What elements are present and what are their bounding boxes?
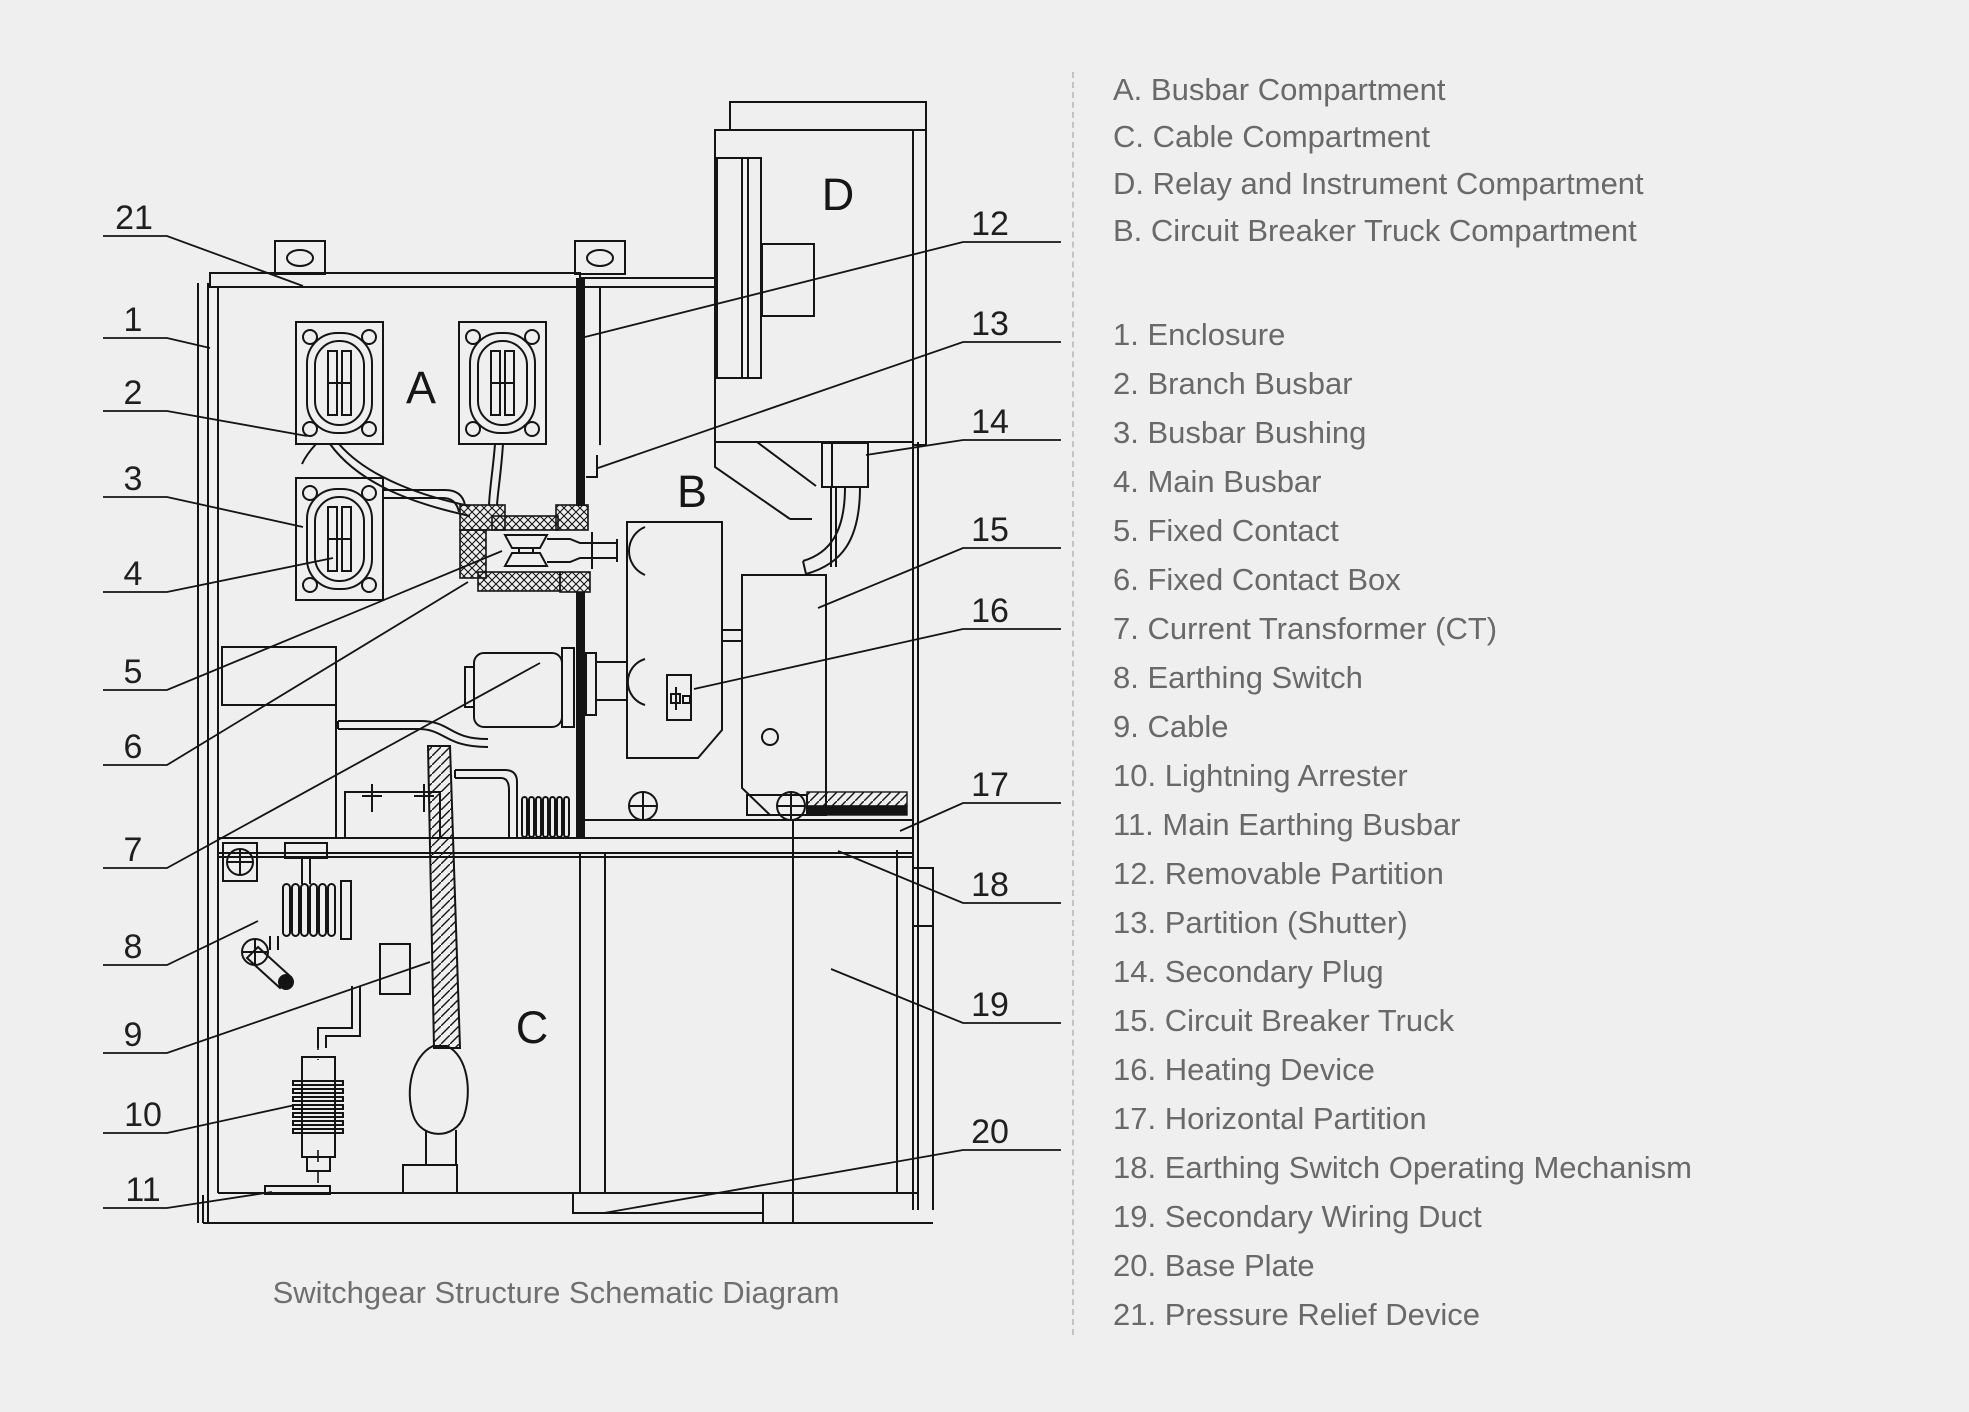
fixed-contact [503, 526, 646, 706]
diagram-caption: Switchgear Structure Schematic Diagram [273, 1275, 840, 1310]
legend-item-line: 13. Partition (Shutter) [1113, 905, 1408, 940]
callout-16: 16 [971, 592, 1009, 630]
earthing-switch [222, 769, 570, 990]
callout-21: 21 [115, 199, 153, 237]
callout-leaders [103, 235, 1061, 1214]
circuit-breaker-truck [626, 442, 934, 927]
legend-item-line: 11. Main Earthing Busbar [1113, 807, 1461, 842]
busbar-bushings [295, 321, 547, 601]
legend-item-line: 8. Earthing Switch [1113, 660, 1363, 695]
compartment-letter-a: A [406, 362, 436, 413]
legend-item-line: 16. Heating Device [1113, 1052, 1375, 1087]
legend-item-line: 3. Busbar Bushing [1113, 415, 1367, 450]
legend-item-line: 14. Secondary Plug [1113, 954, 1384, 989]
callout-4: 4 [124, 555, 143, 593]
legend-item-line: 15. Circuit Breaker Truck [1113, 1003, 1455, 1038]
legend-compartment-line: B. Circuit Breaker Truck Compartment [1113, 213, 1637, 248]
callout-18: 18 [971, 866, 1009, 904]
legend-item-line: 9. Cable [1113, 709, 1229, 744]
callout-8: 8 [124, 928, 143, 966]
legend-item-line: 21. Pressure Relief Device [1113, 1297, 1480, 1332]
legend-item-line: 18. Earthing Switch Operating Mechanism [1113, 1150, 1692, 1185]
compartment-letter-d: D [822, 169, 855, 220]
callout-6: 6 [124, 728, 143, 766]
callout-19: 19 [971, 986, 1009, 1024]
callout-12: 12 [971, 205, 1009, 243]
callout-5: 5 [124, 653, 143, 691]
legend-compartment-line: C. Cable Compartment [1113, 119, 1431, 154]
legend-item-line: 20. Base Plate [1113, 1248, 1315, 1283]
legend-item-line: 7. Current Transformer (CT) [1113, 611, 1498, 646]
callout-numbers: 21 1 2 3 4 5 6 7 8 9 10 11 12 13 14 15 1… [115, 199, 1009, 1209]
enclosure-frame [197, 101, 934, 1224]
callout-15: 15 [971, 511, 1009, 549]
callout-9: 9 [124, 1016, 143, 1054]
legend-compartment-list: A. Busbar Compartment C. Cable Compartmen… [1113, 66, 1644, 254]
callout-14: 14 [971, 403, 1009, 441]
callout-11: 11 [125, 1171, 160, 1209]
callout-10: 10 [124, 1096, 162, 1134]
callout-17: 17 [971, 766, 1009, 804]
legend-item-list: 1. Enclosure 2. Branch Busbar 3. Busbar Bu… [1113, 310, 1692, 1339]
legend-item-line: 5. Fixed Contact [1113, 513, 1339, 548]
legend-item-line: 2. Branch Busbar [1113, 366, 1353, 401]
fixed-contact-box [459, 504, 591, 593]
callout-7: 7 [124, 831, 143, 869]
legend-compartment-line: D. Relay and Instrument Compartment [1113, 166, 1644, 201]
compartment-letter-c: C [516, 1002, 549, 1053]
legend-compartment-line: A. Busbar Compartment [1113, 72, 1446, 107]
compartment-letter-b: B [677, 466, 707, 517]
legend-item-line: 4. Main Busbar [1113, 464, 1322, 499]
legend-item-line: 10. Lightning Arrester [1113, 758, 1408, 793]
legend-item-line: 6. Fixed Contact Box [1113, 562, 1401, 597]
legend-item-line: 12. Removable Partition [1113, 856, 1444, 891]
legend-item-line: 19. Secondary Wiring Duct [1113, 1199, 1482, 1234]
callout-13: 13 [971, 305, 1009, 343]
legend-item-line: 1. Enclosure [1113, 317, 1286, 352]
callout-20: 20 [971, 1113, 1009, 1151]
legend-item-line: 17. Horizontal Partition [1113, 1101, 1427, 1136]
removable-partition [576, 278, 585, 838]
earthing-busbar-rail [806, 791, 908, 816]
legend-divider [1072, 72, 1074, 1335]
callout-3: 3 [124, 460, 143, 498]
current-transformer [337, 647, 627, 748]
branch-busbar [301, 443, 504, 517]
callout-1: 1 [124, 301, 143, 339]
cable [402, 745, 469, 1194]
callout-2: 2 [124, 374, 143, 412]
